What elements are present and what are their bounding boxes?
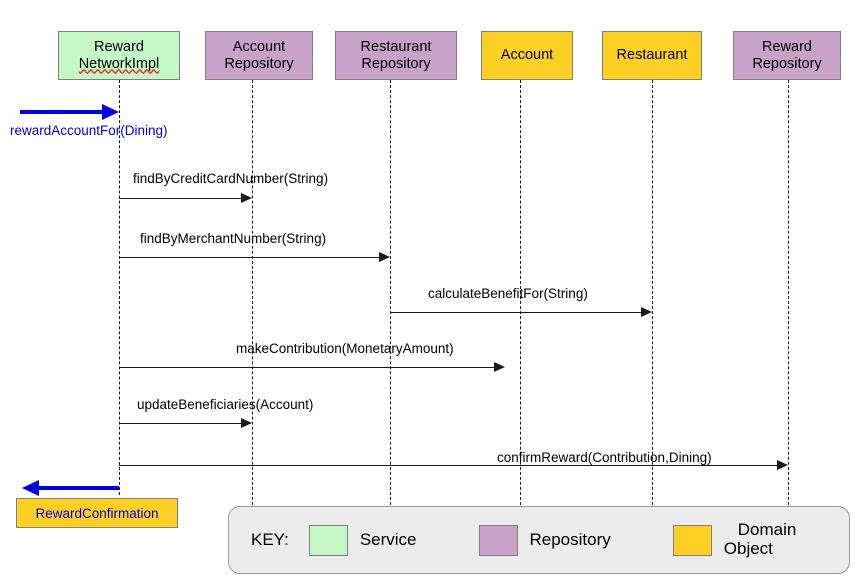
message-line-3 [119, 257, 379, 258]
lifeline-4 [520, 80, 521, 505]
message-arrowhead-7 [777, 460, 788, 471]
message-arrowhead-3 [379, 252, 390, 263]
legend-label: Service [359, 529, 417, 549]
lifeline-5 [652, 80, 653, 505]
message-arrowhead-4 [641, 307, 652, 318]
message-arrowhead-6 [241, 418, 252, 429]
message-arrowhead-8 [22, 480, 39, 496]
message-line-1 [20, 110, 102, 114]
message-label-7: confirmReward(Contribution,Dining) [497, 450, 712, 465]
legend-entry-service: Service [308, 524, 417, 556]
lifeline-3 [390, 80, 391, 505]
message-arrowhead-5 [494, 362, 505, 373]
lifeline-1 [119, 80, 120, 495]
message-label-1: rewardAccountFor(Dining) [10, 123, 168, 138]
message-line-4 [390, 312, 641, 313]
message-line-6 [119, 423, 241, 424]
participant-label: Account [500, 47, 554, 64]
message-line-7 [119, 465, 777, 466]
lifeline-2 [252, 80, 253, 505]
participant-label: Restaurant [616, 47, 688, 64]
message-arrowhead-2 [241, 193, 252, 204]
legend-swatch [478, 524, 518, 556]
result-object-reward-confirmation[interactable]: RewardConfirmation [16, 498, 178, 528]
legend-entry-domain-object: Domain Object [672, 520, 797, 558]
legend-title: KEY: [251, 530, 289, 549]
message-line-2 [119, 198, 241, 199]
message-label-6: updateBeneficiaries(Account) [137, 397, 314, 412]
legend-entry-repository: Repository [478, 524, 611, 556]
diagram-legend: KEY: Service Repository Domain Object [228, 506, 850, 574]
message-line-5 [119, 367, 494, 368]
message-label-3: findByMerchantNumber(String) [140, 231, 327, 246]
legend-swatch [308, 524, 348, 556]
lifeline-6 [788, 80, 789, 505]
message-line-8 [39, 486, 119, 490]
message-label-4: calculateBenefitFor(String) [428, 286, 588, 301]
legend-entry-list: Service Repository Domain Object [308, 520, 849, 558]
participant-box-account[interactable]: Account [481, 31, 573, 80]
message-label-2: findByCreditCardNumber(String) [133, 171, 329, 186]
participant-box-restaurant[interactable]: Restaurant [602, 31, 702, 80]
message-arrowhead-1 [102, 104, 119, 120]
legend-label: Repository [529, 529, 611, 549]
message-label-5: makeContribution(MonetaryAmount) [236, 341, 454, 356]
legend-swatch [672, 524, 712, 556]
legend-label: Domain Object [723, 520, 797, 558]
